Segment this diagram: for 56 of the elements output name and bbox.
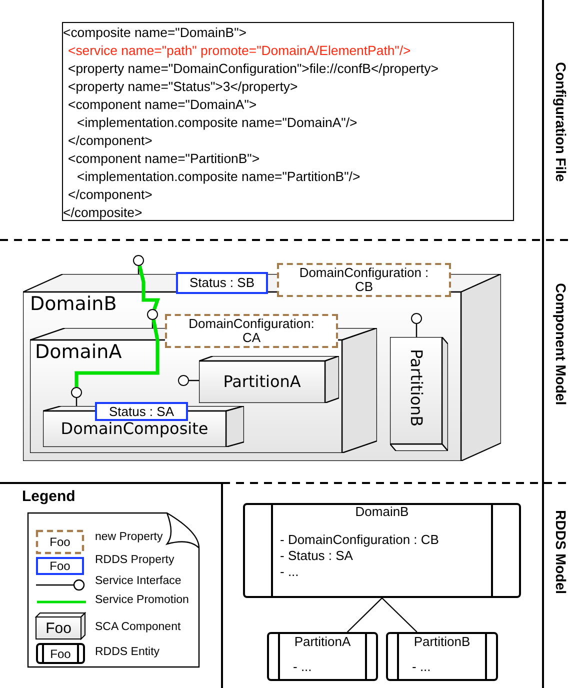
component-label: DomainB [30,293,117,315]
code-line: <component name="PartitionB"> [68,150,260,168]
interface-circle [133,255,144,266]
rdds-entity-box [267,632,378,681]
code-line: <service name="path" promote="DomainA/ElementPath"/> [68,42,411,60]
legend-label: RDDS Entity [95,645,160,659]
sample-text: Foo [50,646,71,660]
attribute-line: - ... [280,564,299,580]
sample-text: Foo [50,535,70,549]
promotion-line [74,320,160,387]
code-line: </composite> [63,204,142,222]
promotion-line [138,265,160,310]
entity-title: PartitionB [412,634,472,650]
new-property-box: DomainConfiguration: CA [165,314,338,348]
rdds-property-box: Status : SA [95,402,188,421]
component-label: PartitionA [222,372,302,392]
legend-label: Service Promotion [95,593,189,607]
sample-text: Foo [50,559,70,573]
attribute-line: - ... [412,659,431,675]
code-line: <property name="Status">3</property> [68,78,298,96]
code-line: <implementation.composite name="PartitionB"/> [77,168,360,186]
code-line: <composite name="DomainB"> [63,24,246,42]
lollipop-stem [152,320,154,328]
rdds-property-box: Status : SB [176,272,268,294]
legend-title: Legend [22,488,76,506]
new-property-box: DomainConfiguration : CB [277,263,451,297]
rdds-entity-box [243,503,521,598]
sample-text: Foo [46,620,72,636]
entity-title: PartitionA [293,634,352,650]
attribute-line: - ... [293,659,312,675]
legend-label: SCA Component [95,620,181,634]
component-label: DomainA [35,341,122,363]
tree-line [381,597,418,632]
attribute-line: - Status : SA [280,548,353,564]
entity-title: DomainB [354,504,410,520]
legend-label: Service Interface [95,574,182,588]
code-line: </component> [68,132,152,150]
legend-label: RDDS Property [95,553,174,567]
lollipop-stem [138,266,140,274]
lollipop-stem [416,324,418,337]
component-label: PartitionB [406,349,426,427]
tree-line [346,597,383,632]
attribute-line: - DomainConfiguration : CB [280,532,439,548]
section-title: Configuration File [553,62,569,182]
rdds-entity-box [386,632,498,681]
code-line: <component name="DomainA"> [68,96,257,114]
code-line: </component> [68,186,152,204]
code-line: <implementation.composite name="DomainA"/> [77,114,358,132]
lollipop-stem [189,380,199,382]
component-label: DomainComposite [60,419,210,439]
lollipop-stem [76,398,78,406]
legend-label: new Property [95,530,163,544]
section-title: RDDS Model [553,510,569,594]
section-title: Component Model [553,283,569,406]
config-file-box [62,22,514,221]
code-line: <property name="DomainConfiguration">file://confB</property> [68,60,438,78]
